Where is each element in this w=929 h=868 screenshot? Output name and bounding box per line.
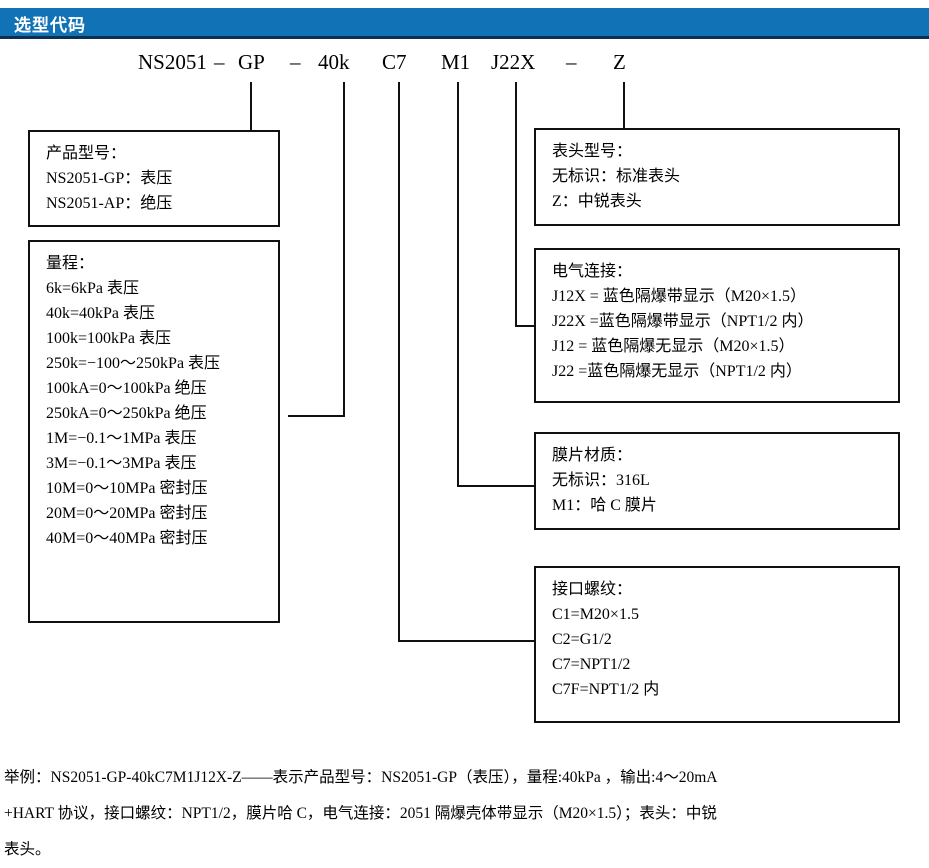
model-code-row: NS2051 – GP – 40k C7 M1 J22X – Z (0, 50, 929, 80)
example-note-line-1: +HART 协议，接口螺纹：NPT1/2，膜片哈 C，电气连接：2051 隔爆壳… (4, 805, 717, 822)
example-note-line-0: 举例：NS2051-GP-40kC7M1J12X-Z——表示产品型号：NS205… (4, 769, 718, 786)
box-meter-head-model-row-0: 无标识：标准表头 (552, 168, 681, 185)
section-header-bar (0, 8, 929, 36)
connector-40k-horizontal (288, 415, 345, 417)
box-interface-thread-row-0: C1=M20×1.5 (552, 606, 639, 623)
code-token-40k: 40k (318, 50, 350, 74)
box-interface-thread: 接口螺纹： C1=M20×1.5 C2=G1/2 C7=NPT1/2 C7F=N… (534, 566, 900, 723)
code-token-z: Z (613, 50, 626, 74)
connector-c7-horizontal (398, 640, 534, 642)
box-electrical-connection: 电气连接： J12X = 蓝色隔爆带显示（M20×1.5） J22X =蓝色隔爆… (534, 248, 900, 403)
box-electrical-connection-row-3: J22 =蓝色隔爆无显示（NPT1/2 内） (552, 363, 802, 380)
box-electrical-connection-row-0: J12X = 蓝色隔爆带显示（M20×1.5） (552, 288, 807, 305)
box-measuring-range-row-1: 40k=40kPa 表压 (46, 305, 156, 322)
box-measuring-range: 量程： 6k=6kPa 表压 40k=40kPa 表压 100k=100kPa … (28, 240, 280, 623)
box-measuring-range-row-10: 40M=0～40MPa 密封压 (46, 530, 208, 547)
connector-j22x-horizontal (515, 325, 534, 327)
code-token-dash-3: – (566, 50, 577, 74)
connector-j22x-vertical (515, 82, 517, 327)
page-title: 选型代码 (14, 16, 86, 35)
example-note-line-2: 表头。 (4, 841, 51, 858)
box-product-model-row-0: NS2051-GP：表压 (46, 170, 173, 187)
connector-gp (250, 82, 252, 132)
box-product-model: 产品型号： NS2051-GP：表压 NS2051-AP：绝压 (28, 130, 280, 227)
box-diaphragm-material-title: 膜片材质： (552, 447, 633, 464)
box-interface-thread-row-2: C7=NPT1/2 (552, 656, 631, 673)
code-token-dash-1: – (214, 50, 225, 74)
box-diaphragm-material: 膜片材质： 无标识：316L M1：哈 C 膜片 (534, 432, 900, 530)
box-measuring-range-row-8: 10M=0～10MPa 密封压 (46, 480, 208, 497)
code-token-gp: GP (238, 50, 265, 74)
box-product-model-row-1: NS2051-AP：绝压 (46, 195, 173, 212)
code-token-m1: M1 (441, 50, 471, 74)
box-measuring-range-row-9: 20M=0～20MPa 密封压 (46, 505, 208, 522)
connector-z (623, 82, 625, 130)
box-measuring-range-row-4: 100kA=0～100kPa 绝压 (46, 380, 207, 397)
box-interface-thread-row-1: C2=G1/2 (552, 631, 612, 648)
box-measuring-range-row-3: 250k=−100～250kPa 表压 (46, 355, 221, 372)
box-interface-thread-row-3: C7F=NPT1/2 内 (552, 681, 660, 698)
box-meter-head-model: 表头型号： 无标识：标准表头 Z：中锐表头 (534, 128, 900, 226)
code-token-c7: C7 (382, 50, 407, 74)
box-interface-thread-title: 接口螺纹： (552, 581, 633, 598)
code-token-ns2051: NS2051 (138, 50, 207, 74)
box-measuring-range-row-0: 6k=6kPa 表压 (46, 280, 140, 297)
box-electrical-connection-row-1: J22X =蓝色隔爆带显示（NPT1/2 内） (552, 313, 814, 330)
box-diaphragm-material-row-1: M1：哈 C 膜片 (552, 497, 657, 514)
connector-m1-vertical (457, 82, 459, 487)
code-token-dash-2: – (290, 50, 301, 74)
box-electrical-connection-title: 电气连接： (552, 263, 633, 280)
connector-40k-vertical (343, 82, 345, 415)
box-electrical-connection-row-2: J12 = 蓝色隔爆无显示（M20×1.5） (552, 338, 795, 355)
box-measuring-range-row-5: 250kA=0～250kPa 绝压 (46, 405, 207, 422)
header-underline (0, 36, 929, 39)
box-measuring-range-row-7: 3M=−0.1～3MPa 表压 (46, 455, 197, 472)
box-measuring-range-row-6: 1M=−0.1～1MPa 表压 (46, 430, 197, 447)
example-note: 举例：NS2051-GP-40kC7M1J12X-Z——表示产品型号：NS205… (4, 760, 925, 868)
box-measuring-range-title: 量程： (46, 255, 95, 272)
box-meter-head-model-row-1: Z：中锐表头 (552, 193, 642, 210)
code-token-j22x: J22X (491, 50, 536, 74)
box-product-model-title: 产品型号： (46, 145, 127, 162)
connector-c7-vertical (398, 82, 400, 642)
box-meter-head-model-title: 表头型号： (552, 143, 633, 160)
box-measuring-range-row-2: 100k=100kPa 表压 (46, 330, 172, 347)
connector-m1-horizontal (457, 485, 534, 487)
box-diaphragm-material-row-0: 无标识：316L (552, 472, 650, 489)
